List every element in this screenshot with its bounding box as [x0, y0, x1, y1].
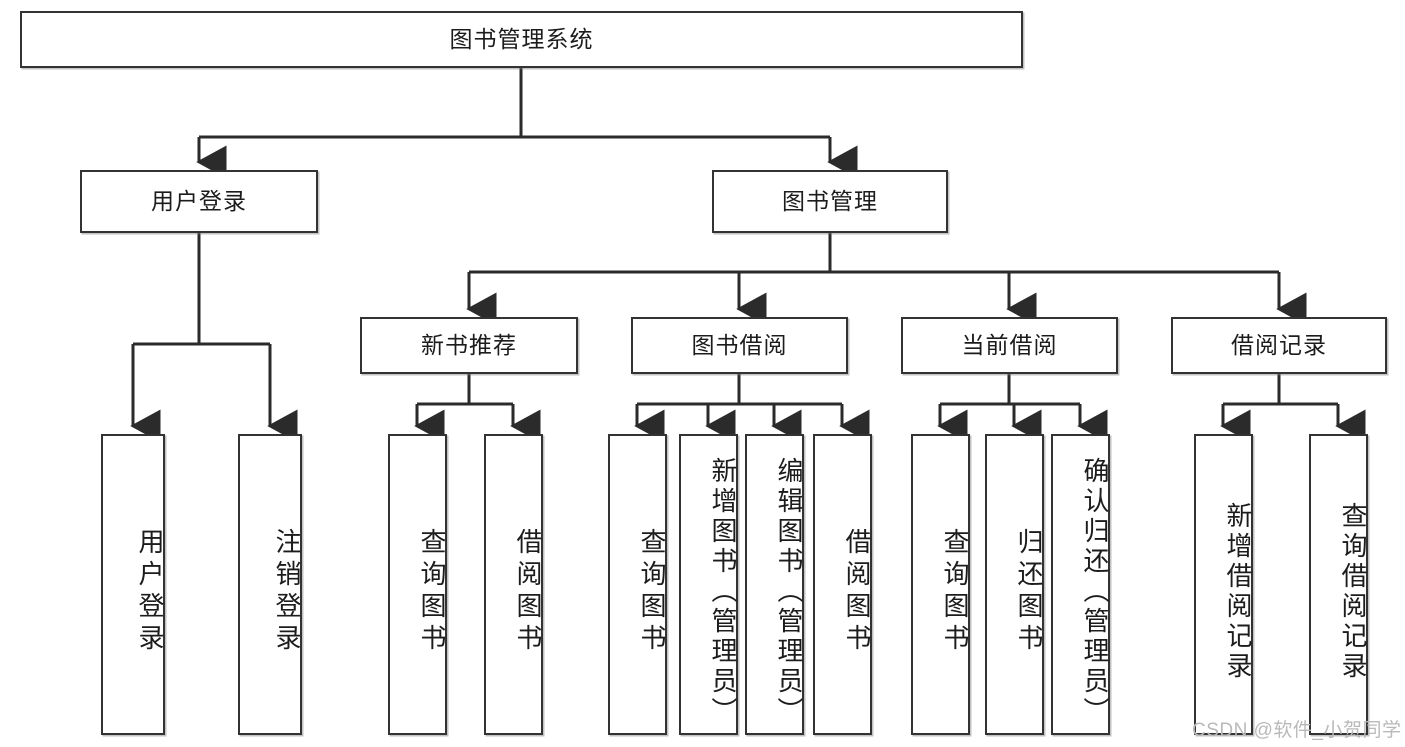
- node-leaf-query-record-label: 查询借阅记录: [1338, 501, 1368, 682]
- node-new-book-rec[interactable]: 新书推荐: [360, 317, 578, 374]
- node-leaf-borrow-book-1[interactable]: 借阅图书: [484, 434, 543, 735]
- node-leaf-query-book-3[interactable]: 查询图书: [911, 434, 970, 735]
- node-leaf-user-login-label: 用户登录: [135, 527, 165, 656]
- node-leaf-borrow-book-1-label: 借阅图书: [513, 527, 543, 656]
- node-leaf-return-book-label: 归还图书: [1014, 527, 1044, 656]
- node-leaf-query-record[interactable]: 查询借阅记录: [1309, 434, 1368, 735]
- node-user-login[interactable]: 用户登录: [80, 170, 318, 233]
- node-leaf-confirm-return[interactable]: 确认归还（管理员）: [1051, 434, 1110, 735]
- node-leaf-edit-book[interactable]: 编辑图书（管理员）: [745, 434, 804, 735]
- watermark: CSDN @软件_小贺同学: [1192, 720, 1402, 741]
- node-user-login-label: 用户登录: [151, 187, 247, 214]
- node-leaf-add-record-label: 新增借阅记录: [1223, 501, 1253, 682]
- node-leaf-query-book-1-label: 查询图书: [417, 527, 447, 656]
- node-leaf-query-book-2[interactable]: 查询图书: [608, 434, 667, 735]
- node-leaf-borrow-book-2[interactable]: 借阅图书: [813, 434, 872, 735]
- node-root-label: 图书管理系统: [449, 25, 594, 52]
- node-borrow-record[interactable]: 借阅记录: [1171, 317, 1387, 374]
- node-leaf-add-record[interactable]: 新增借阅记录: [1194, 434, 1253, 735]
- node-book-manage-label: 图书管理: [782, 187, 878, 214]
- node-leaf-logout-label: 注销登录: [272, 527, 302, 656]
- node-leaf-user-login[interactable]: 用户登录: [101, 434, 165, 735]
- node-root[interactable]: 图书管理系统: [20, 11, 1023, 68]
- node-new-book-rec-label: 新书推荐: [421, 331, 517, 358]
- node-borrow-record-label: 借阅记录: [1231, 331, 1327, 358]
- node-leaf-add-book[interactable]: 新增图书（管理员）: [679, 434, 738, 735]
- node-leaf-return-book[interactable]: 归还图书: [985, 434, 1044, 735]
- node-book-borrow-label: 图书借阅: [691, 331, 788, 358]
- node-leaf-confirm-return-label: 确认归还（管理员）: [1080, 456, 1110, 727]
- node-leaf-edit-book-label: 编辑图书（管理员）: [774, 456, 804, 727]
- node-book-borrow[interactable]: 图书借阅: [631, 317, 848, 374]
- node-leaf-logout[interactable]: 注销登录: [238, 434, 302, 735]
- node-current-borrow[interactable]: 当前借阅: [901, 317, 1118, 374]
- node-leaf-borrow-book-2-label: 借阅图书: [842, 527, 872, 656]
- node-leaf-query-book-3-label: 查询图书: [940, 527, 970, 656]
- node-leaf-query-book-2-label: 查询图书: [637, 527, 667, 656]
- node-leaf-query-book-1[interactable]: 查询图书: [388, 434, 447, 735]
- node-book-manage[interactable]: 图书管理: [712, 170, 948, 233]
- node-current-borrow-label: 当前借阅: [961, 331, 1058, 358]
- node-leaf-add-book-label: 新增图书（管理员）: [708, 456, 738, 727]
